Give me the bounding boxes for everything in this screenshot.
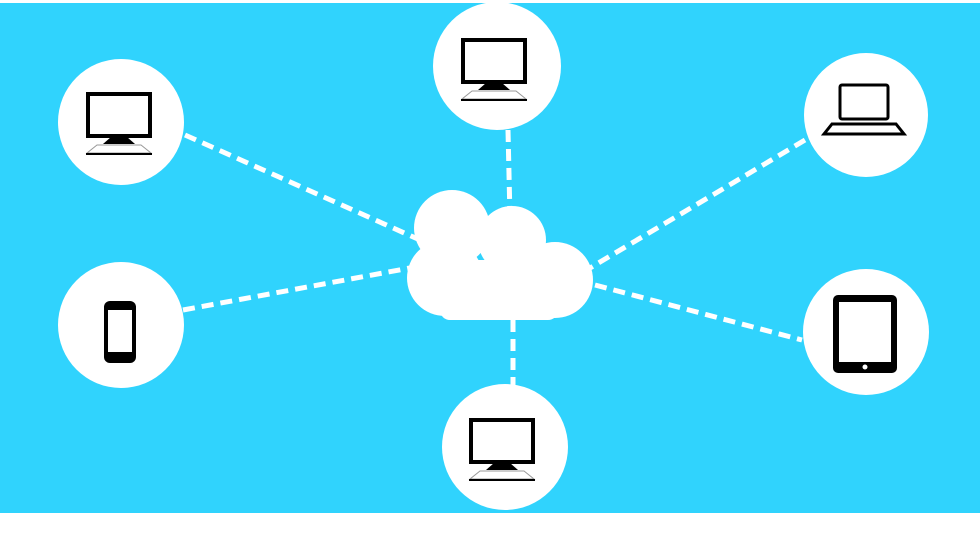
tablet-icon xyxy=(833,295,897,373)
node-top-left xyxy=(58,59,184,185)
cloud-icon xyxy=(407,190,593,320)
connector-top-center xyxy=(505,129,513,219)
laptop-icon xyxy=(820,83,908,136)
node-top-right xyxy=(804,53,928,177)
smartphone-icon xyxy=(104,301,136,363)
connectors xyxy=(182,129,807,385)
node-bottom-center xyxy=(442,384,568,510)
connector-top-left xyxy=(183,132,422,243)
node-mid-left xyxy=(58,262,184,388)
connector-mid-left xyxy=(182,265,411,313)
connector-top-right xyxy=(588,137,807,271)
node-top-center xyxy=(433,2,561,130)
node-mid-right xyxy=(803,269,929,395)
connector-mid-right xyxy=(594,282,803,343)
